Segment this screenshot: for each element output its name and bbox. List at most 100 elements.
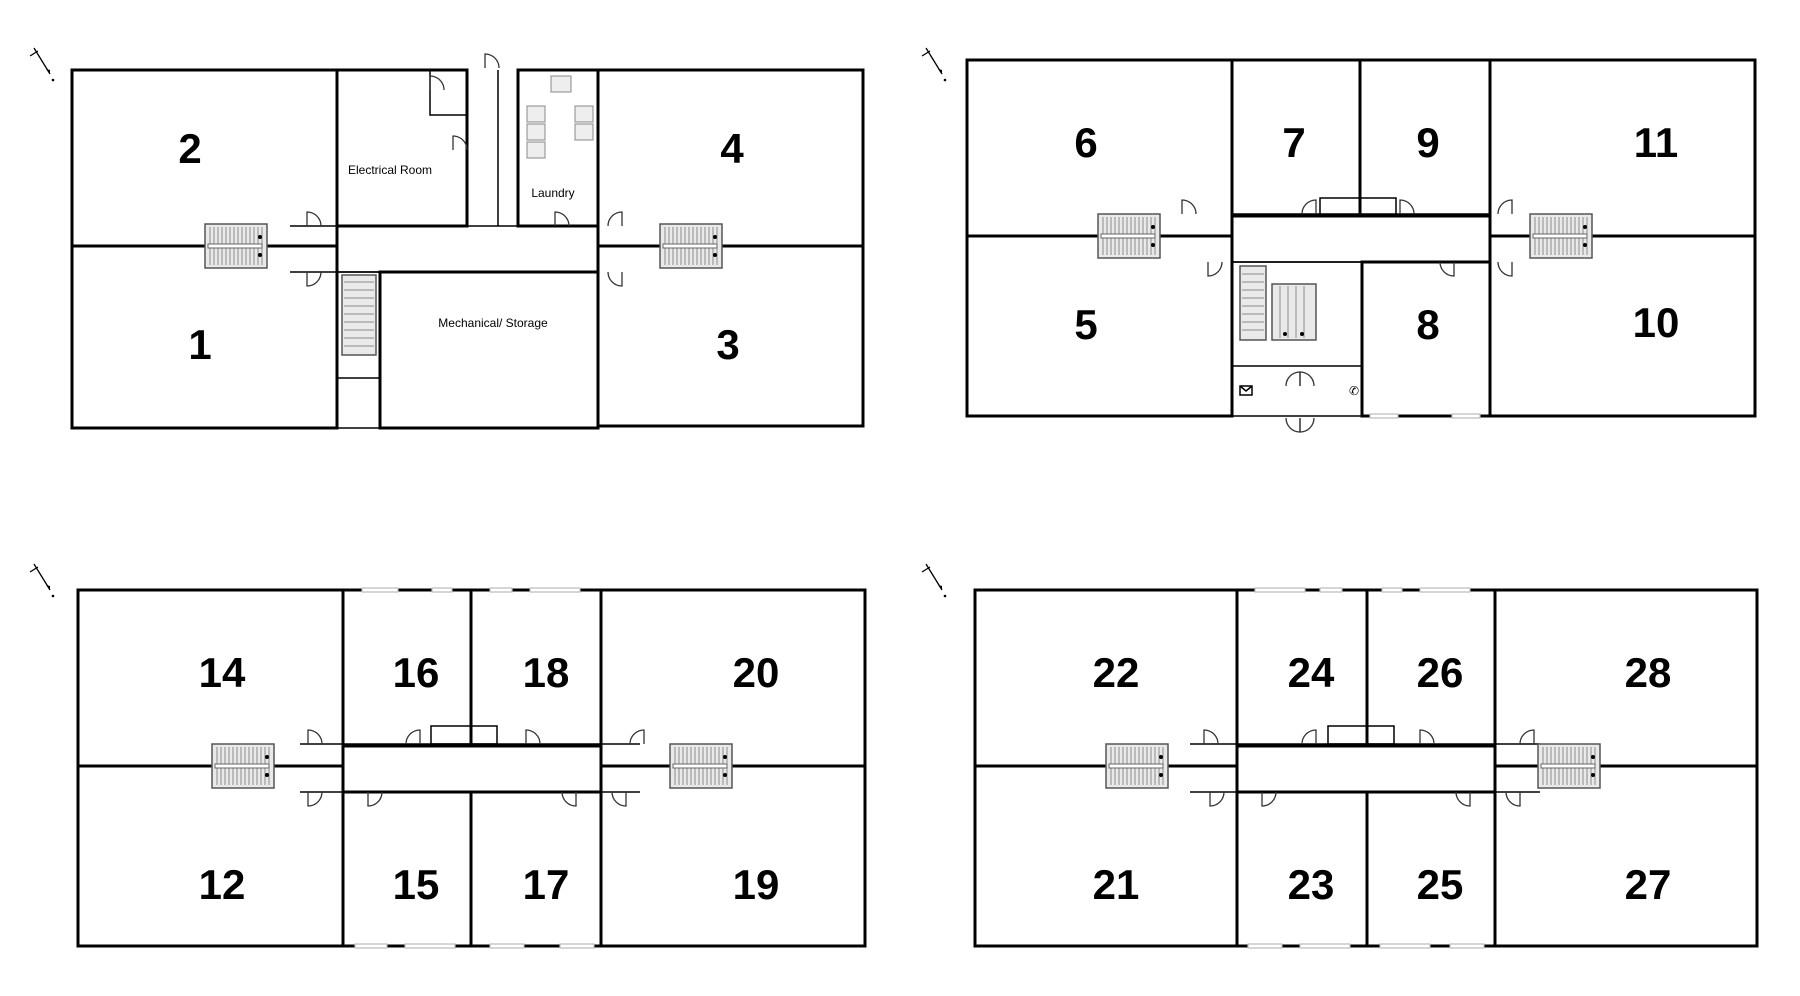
unit-11-room — [1488, 58, 1757, 238]
mechanical-storage-room — [378, 270, 600, 430]
compass-icon — [921, 47, 947, 82]
intercom-icon: ✆ — [1349, 384, 1359, 398]
window — [1299, 943, 1351, 949]
door-swing-icon — [525, 729, 541, 745]
staircase-icon — [1529, 213, 1593, 259]
door-swing-icon — [1301, 199, 1317, 215]
unit-label: 14 — [199, 649, 246, 696]
door-swing-icon — [1299, 371, 1315, 387]
unit-label: 7 — [1282, 119, 1305, 166]
door-swing-icon — [306, 211, 322, 227]
door-swing-icon — [1399, 199, 1415, 215]
door-swing-icon — [1261, 791, 1277, 807]
unit-label: 19 — [733, 861, 780, 908]
door-swing-icon — [1455, 791, 1471, 807]
compass-icon — [29, 563, 55, 598]
electrical-room — [335, 68, 469, 228]
unit-label: 5 — [1074, 301, 1097, 348]
door-swing-icon — [1299, 417, 1315, 433]
unit-10-room — [1488, 234, 1757, 418]
unit-label: 3 — [716, 321, 739, 368]
staircase-icon — [341, 274, 377, 356]
unit-6-room — [965, 58, 1234, 238]
unit-2-room — [70, 68, 339, 248]
door-swing-icon — [1497, 199, 1513, 215]
door-swing-icon — [1519, 729, 1535, 745]
unit-27-room — [1493, 764, 1759, 948]
staircase-icon — [1105, 743, 1169, 789]
unit-label: 25 — [1417, 861, 1464, 908]
compass-icon — [29, 47, 55, 82]
window — [404, 943, 456, 949]
door-swing-icon — [607, 271, 623, 287]
floor-plan-2: ✆ 6 7 9 11 5 8 10 — [921, 47, 1757, 433]
window — [1449, 943, 1485, 949]
door-swing-icon — [1181, 199, 1197, 215]
door-swing-icon — [405, 729, 421, 745]
door-swing-icon — [1439, 261, 1455, 277]
unit-21-room — [973, 764, 1239, 948]
unit-label: 24 — [1288, 649, 1335, 696]
door-swing-icon — [429, 75, 445, 91]
window — [1381, 587, 1403, 593]
door-swing-icon — [561, 791, 577, 807]
staircase-icon — [669, 743, 733, 789]
staircase-icon — [1239, 265, 1267, 341]
door-swing-icon — [554, 211, 570, 227]
unit-12-room — [76, 764, 345, 948]
door-swing-icon — [607, 211, 623, 227]
unit-label: 26 — [1417, 649, 1464, 696]
door-swing-icon — [629, 729, 645, 745]
window — [1419, 587, 1471, 593]
window — [354, 943, 388, 949]
staircase-icon — [211, 743, 275, 789]
staircase-icon — [1271, 283, 1317, 341]
floor-plan-4: 22 24 26 28 21 23 25 27 — [921, 563, 1759, 949]
door-swing-icon — [1207, 261, 1223, 277]
unit-label: 15 — [393, 861, 440, 908]
window — [559, 943, 595, 949]
window — [1379, 943, 1431, 949]
door-swing-icon — [367, 791, 383, 807]
door-swing-icon — [452, 135, 468, 151]
door-swing-icon — [611, 791, 627, 807]
window — [361, 587, 399, 593]
window — [1369, 413, 1399, 419]
window — [489, 943, 525, 949]
unit-label: 18 — [523, 649, 570, 696]
door-swing-icon — [307, 729, 323, 745]
unit-label: 21 — [1093, 861, 1140, 908]
unit-label: 16 — [393, 649, 440, 696]
unit-label: 28 — [1625, 649, 1672, 696]
unit-label: 10 — [1633, 299, 1680, 346]
room-label: Laundry — [531, 186, 574, 200]
unit-label: 1 — [188, 321, 211, 368]
unit-label: 11 — [1634, 119, 1678, 166]
window — [431, 587, 453, 593]
unit-label: 6 — [1074, 119, 1097, 166]
unit-label: 20 — [733, 649, 780, 696]
unit-5-room — [965, 234, 1234, 418]
unit-label: 9 — [1416, 119, 1439, 166]
door-swing-icon — [1505, 791, 1521, 807]
staircase-icon — [204, 223, 268, 269]
unit-label: 2 — [178, 125, 201, 172]
room-label: Mechanical/ Storage — [438, 316, 548, 330]
door-swing-icon — [306, 271, 322, 287]
door-swing-icon — [1203, 729, 1219, 745]
door-swing-icon — [1209, 791, 1225, 807]
unit-label: 8 — [1416, 301, 1439, 348]
unit-label: 4 — [720, 125, 744, 172]
window — [529, 587, 581, 593]
door-swing-icon — [1285, 371, 1301, 387]
unit-label: 17 — [523, 861, 570, 908]
door-swing-icon — [484, 53, 500, 69]
window — [489, 587, 513, 593]
window — [1451, 413, 1481, 419]
compass-icon — [921, 563, 947, 598]
unit-label: 27 — [1625, 861, 1672, 908]
door-swing-icon — [1285, 417, 1301, 433]
door-swing-icon — [307, 791, 323, 807]
unit-label: 23 — [1288, 861, 1335, 908]
